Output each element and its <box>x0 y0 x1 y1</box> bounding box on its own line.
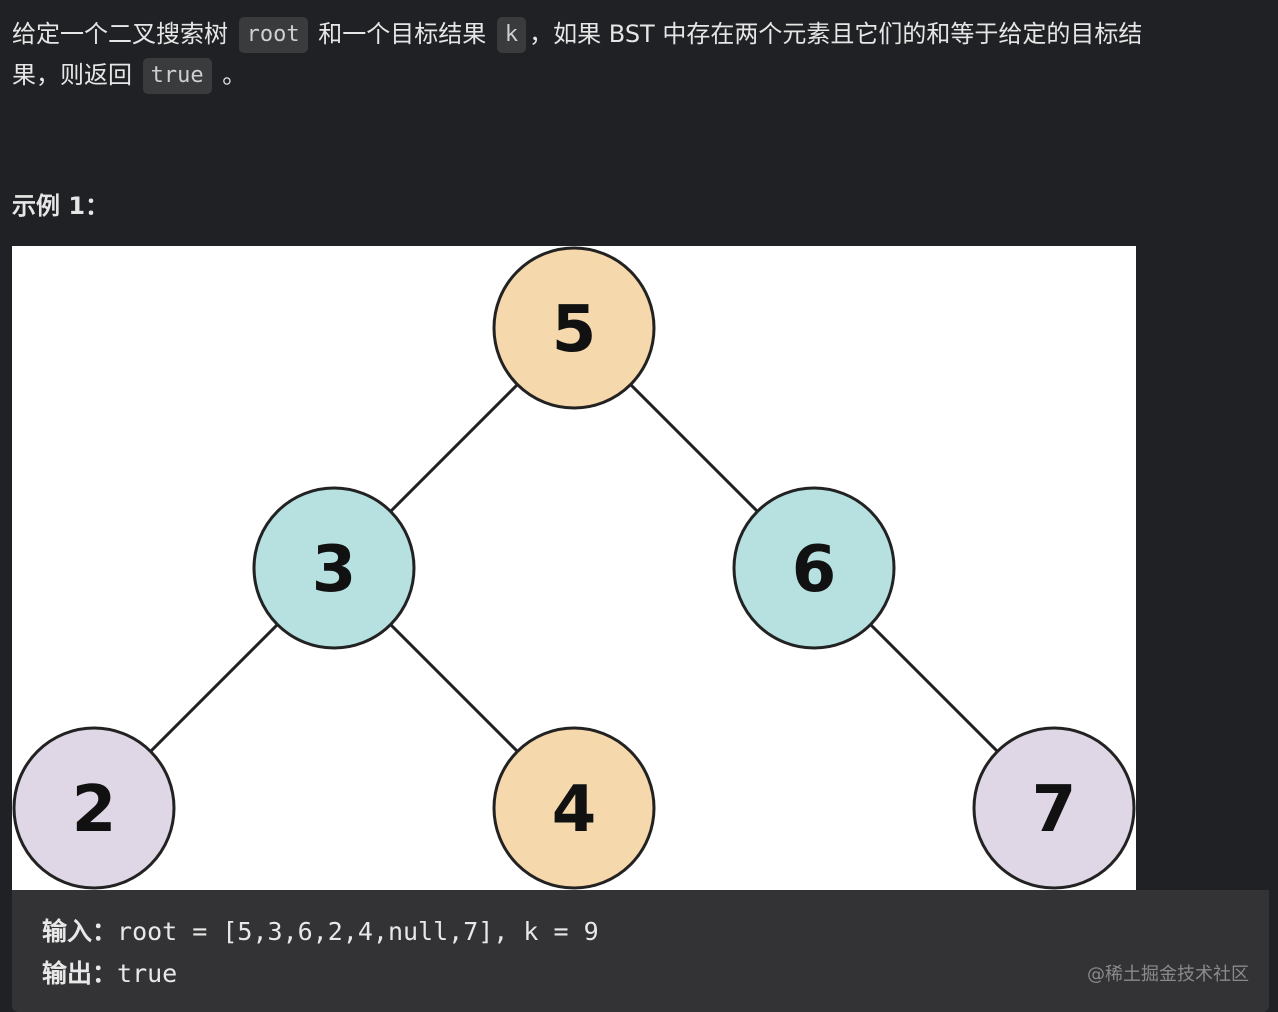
inline-code-true: true <box>142 58 212 94</box>
tree-node-6: 6 <box>732 486 896 650</box>
description-text-2: 和一个目标结果 <box>318 20 487 48</box>
example-input-line: 输入：root = [5,3,6,2,4,null,7], k = 9 <box>42 912 599 948</box>
example-title: 示例 1： <box>12 192 110 220</box>
site-watermark: @稀土掘金技术社区 <box>1087 964 1249 985</box>
input-value: root = [5,3,6,2,4,null,7], k = 9 <box>117 917 599 946</box>
tree-node-label: 6 <box>792 533 837 607</box>
description-line-1: 给定一个二叉搜索树 root 和一个目标结果 k，如果 BST 中存在两个元素且… <box>12 14 1242 55</box>
tree-node-7: 7 <box>972 726 1136 890</box>
description-text-4: 果，则返回 <box>12 61 132 89</box>
tree-node-5: 5 <box>492 246 656 410</box>
tree-node-circle <box>252 486 416 650</box>
description-line-2: 果，则返回 true 。 <box>12 55 1242 96</box>
tree-node-circle <box>492 246 656 410</box>
tree-node-3: 3 <box>252 486 416 650</box>
description-text-3: ，如果 BST 中存在两个元素且它们的和等于给定的目标结 <box>529 20 1143 48</box>
example-io-block: 输入：root = [5,3,6,2,4,null,7], k = 9 输出：t… <box>12 890 1269 1012</box>
tree-nodes: 5 3 6 2 4 7 <box>12 246 1136 890</box>
output-value: true <box>117 959 178 988</box>
inline-code-root: root <box>238 17 308 53</box>
description-text-1: 给定一个二叉搜索树 <box>12 20 228 48</box>
bst-diagram: 5 3 6 2 4 7 <box>12 246 1136 890</box>
example-output-line: 输出：true <box>42 954 177 990</box>
tree-node-circle <box>492 726 656 890</box>
output-label: 输出： <box>42 959 118 988</box>
tree-node-label: 4 <box>552 773 597 847</box>
description-text-5: 。 <box>222 61 247 89</box>
tree-node-label: 5 <box>552 293 597 367</box>
tree-node-label: 2 <box>72 773 117 847</box>
tree-node-label: 3 <box>312 533 357 607</box>
input-label: 输入： <box>42 917 118 946</box>
tree-node-label: 7 <box>1032 773 1077 847</box>
tree-node-circle <box>12 726 176 890</box>
inline-code-k: k <box>496 17 527 53</box>
tree-node-circle <box>972 726 1136 890</box>
tree-node-2: 2 <box>12 726 176 890</box>
tree-node-4: 4 <box>492 726 656 890</box>
problem-description: 给定一个二叉搜索树 root 和一个目标结果 k，如果 BST 中存在两个元素且… <box>12 14 1242 96</box>
tree-node-circle <box>732 486 896 650</box>
bst-diagram-svg: 5 3 6 2 4 7 <box>12 246 1136 890</box>
